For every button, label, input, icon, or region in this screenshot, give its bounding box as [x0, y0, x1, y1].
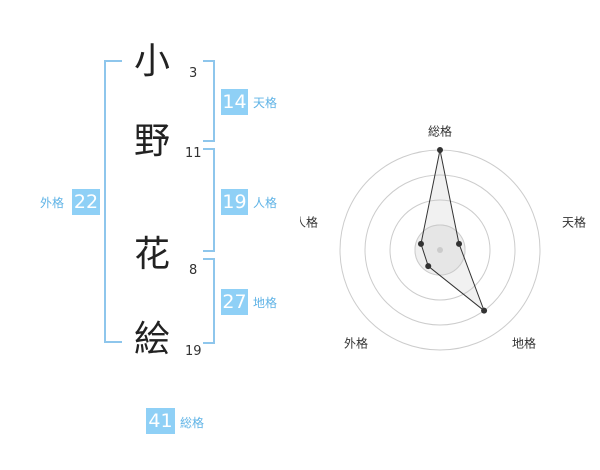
- jinkaku-bracket: [203, 148, 215, 252]
- stroke-count-2: 11: [185, 146, 202, 161]
- radar-axis-label-5: 人格: [300, 215, 318, 230]
- radar-point-4: [425, 263, 432, 270]
- soukaku-value-badge: 41: [146, 408, 175, 434]
- radar-ring: [389, 199, 491, 301]
- name-char-2: 野: [133, 121, 170, 162]
- chikaku-bracket: [203, 258, 215, 344]
- radar-axis-label-2: 天格: [562, 215, 586, 230]
- tenkaku-value-badge: 14: [221, 89, 248, 115]
- tenkaku-bracket: [203, 60, 215, 142]
- radar-center-dot: [437, 247, 443, 253]
- radar-series-polygon: [420, 149, 486, 313]
- radar-point-5: [417, 240, 424, 247]
- stroke-count-4: 19: [185, 344, 202, 359]
- radar-point-2: [456, 240, 463, 247]
- name-char-3: 花: [133, 234, 170, 275]
- tenkaku-label: 天格: [253, 96, 278, 110]
- radar-axis-label-1: 総格: [428, 124, 452, 139]
- name-char-4: 絵: [133, 319, 170, 360]
- jinkaku-label: 人格: [253, 196, 278, 210]
- gaikaku-value-badge: 22: [72, 189, 100, 215]
- radar-point-1: [437, 147, 443, 153]
- gaikaku-bracket: [104, 60, 122, 343]
- stroke-count-1: 3: [189, 66, 198, 81]
- name-char-1: 小: [133, 41, 170, 82]
- soukaku-label: 総格: [180, 416, 205, 430]
- chikaku-label: 地格: [253, 296, 278, 310]
- radar-axis-label-4: 外格: [344, 336, 368, 351]
- stroke-count-3: 8: [189, 263, 198, 278]
- chikaku-value-badge: 27: [221, 289, 248, 315]
- jinkaku-value-badge: 19: [221, 189, 248, 215]
- radar-point-3: [481, 307, 488, 314]
- gaikaku-label: 外格: [40, 196, 65, 210]
- radar-ring: [364, 174, 516, 326]
- radar-axis-label-3: 地格: [512, 336, 536, 351]
